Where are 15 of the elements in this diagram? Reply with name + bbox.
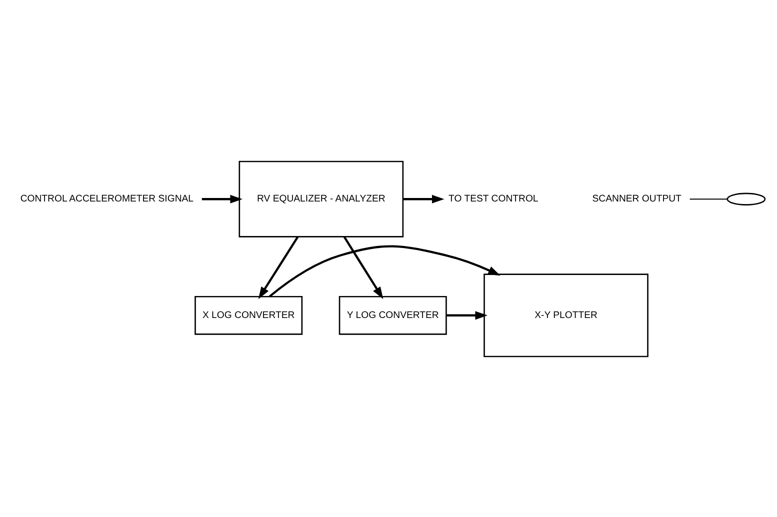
node-text: SCANNER OUTPUT [592,193,682,204]
arrow [258,236,299,299]
arrow [403,194,444,203]
arrow [268,244,500,297]
arrow [343,236,384,299]
node-box: Y LOG CONVERTER [338,295,447,334]
node-ellipse [726,192,766,205]
connector [690,198,728,200]
arrow [202,194,242,203]
node-box: X LOG CONVERTER [194,295,303,334]
node-box: X-Y PLOTTER [484,273,648,357]
node-text: TO TEST CONTROL [448,193,538,204]
node-box: RV EQUALIZER - ANALYZER [238,160,404,237]
node-text: CONTROL ACCELEROMETER SIGNAL [20,193,194,204]
arrow [446,310,488,320]
